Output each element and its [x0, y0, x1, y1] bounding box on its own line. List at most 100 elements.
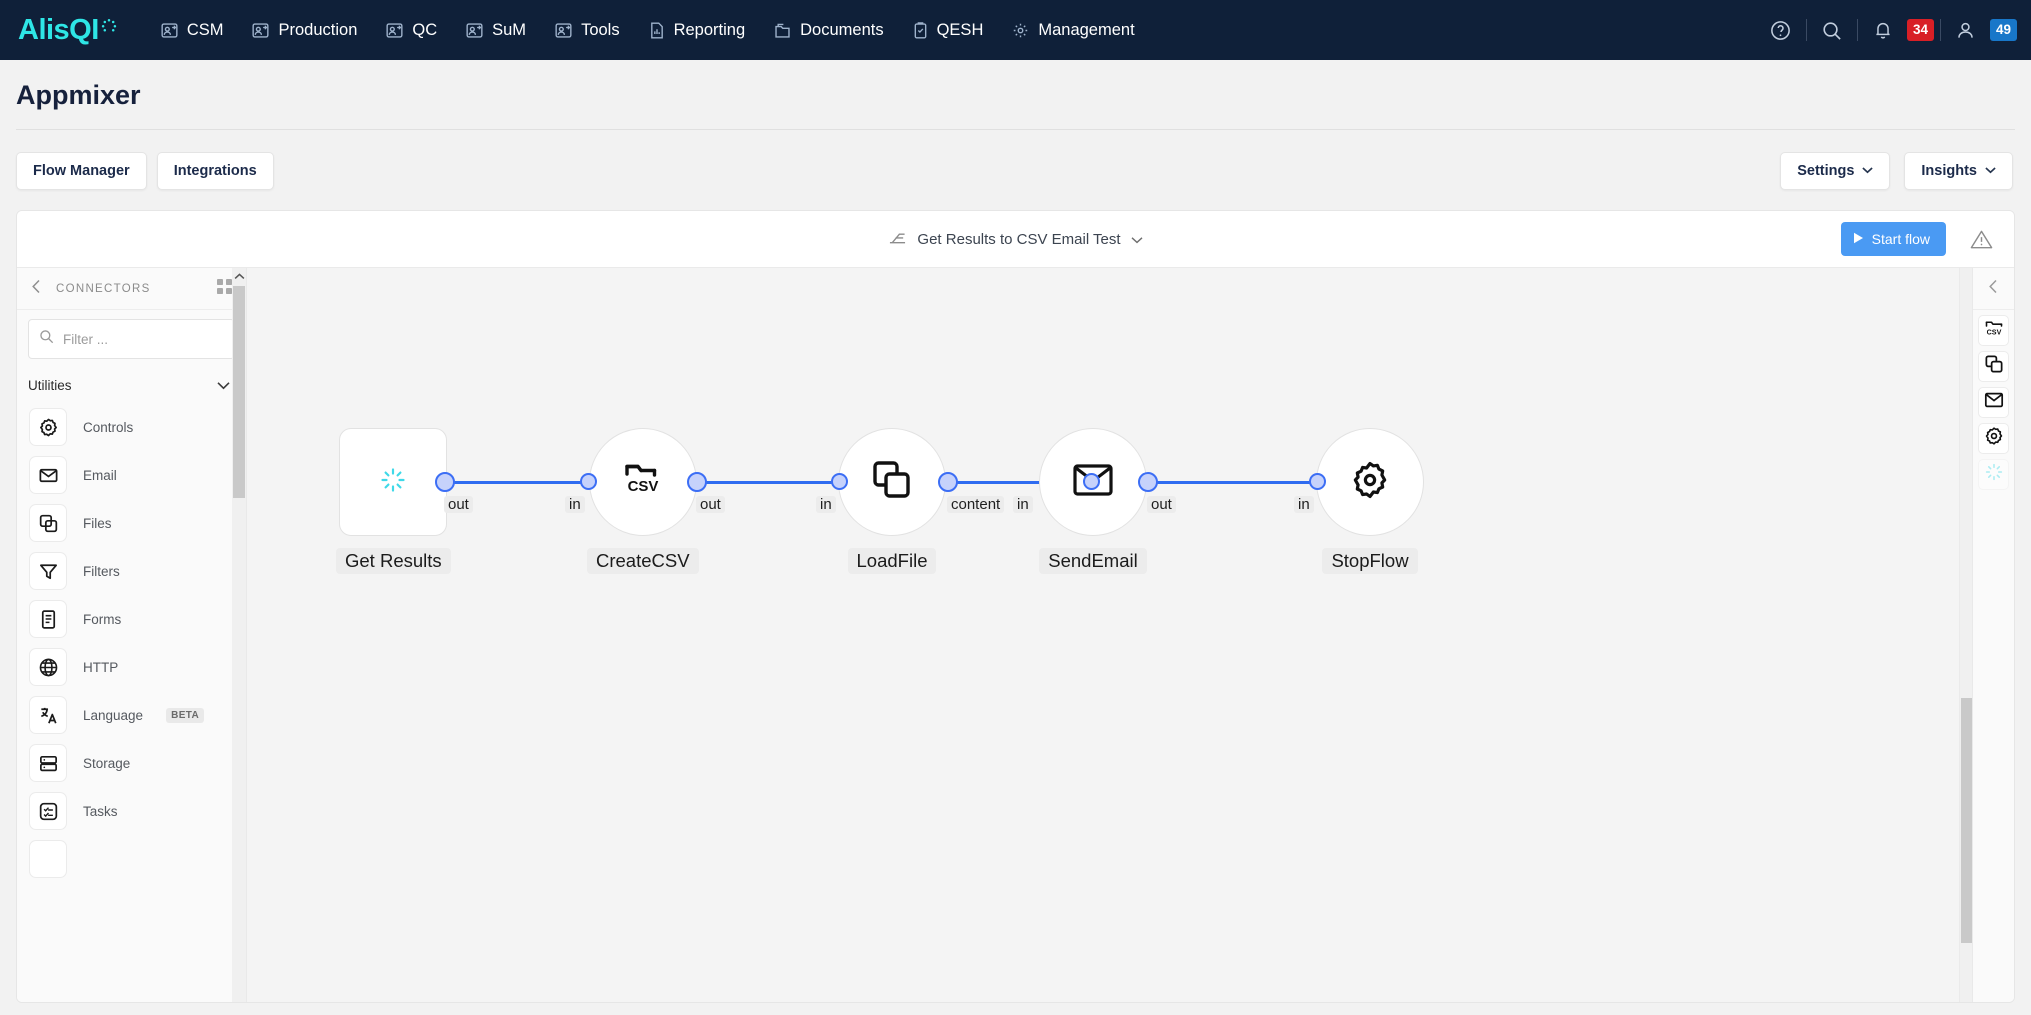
port-sendemail-in[interactable] [1083, 473, 1100, 490]
nav-item-management[interactable]: Management [997, 13, 1148, 48]
nav-item-label: Reporting [673, 20, 746, 39]
grid-icon[interactable] [217, 278, 232, 299]
link-loadfile-sendemail[interactable] [947, 481, 1092, 484]
connector-item-partial[interactable] [17, 835, 246, 883]
flow-title-selector[interactable]: Get Results to CSV Email Test [888, 229, 1143, 250]
category-label: Utilities [28, 378, 72, 393]
node-shape[interactable] [339, 428, 448, 536]
connector-item-email[interactable]: Email [17, 451, 246, 499]
warning-triangle-icon[interactable] [1969, 227, 1994, 257]
sidebar-scrollbar-thumb[interactable] [233, 286, 245, 498]
page-toolbar: Flow Manager Integrations Settings Insig… [0, 130, 2031, 210]
search-icon[interactable] [1813, 11, 1851, 49]
settings-label: Settings [1797, 163, 1855, 179]
link-createcsv-loadfile[interactable] [696, 481, 841, 484]
rail-collapse-button[interactable] [1973, 268, 2014, 310]
globe-icon [29, 648, 67, 686]
rail-button-files[interactable] [1978, 351, 2009, 382]
nav-item-reporting[interactable]: Reporting [634, 13, 760, 48]
chevron-down-icon [1985, 165, 1996, 177]
nav-item-tools[interactable]: Tools [540, 13, 634, 48]
nav-item-production[interactable]: Production [237, 13, 371, 48]
nav-item-sum[interactable]: SuM [451, 13, 540, 48]
connector-item-http[interactable]: HTTP [17, 643, 246, 691]
flow-manager-button[interactable]: Flow Manager [16, 152, 147, 190]
canvas-right-rail: CSV [1972, 268, 2014, 1002]
nav-item-documents[interactable]: Documents [759, 13, 897, 48]
link-getresults-createcsv[interactable] [444, 481, 589, 484]
top-navbar: AlisQI CSM Production QC [0, 0, 2031, 60]
rail-button-email[interactable] [1978, 387, 2009, 418]
nav-item-label: Tools [581, 20, 620, 39]
svg-text:CSV: CSV [1986, 328, 2001, 336]
user-icon[interactable] [1947, 11, 1985, 49]
insights-label: Insights [1921, 163, 1977, 179]
settings-button[interactable]: Settings [1780, 152, 1891, 190]
rail-button-controls[interactable] [1978, 423, 2009, 454]
divider [1856, 19, 1858, 41]
flow-canvas[interactable]: Get Results out CSV CreateCSV [247, 268, 1972, 1002]
port-createcsv-in[interactable] [580, 473, 597, 490]
connector-item-files[interactable]: Files [17, 499, 246, 547]
nav-item-qesh[interactable]: QESH [898, 13, 998, 48]
integrations-button[interactable]: Integrations [156, 152, 274, 190]
port-label-out: out [444, 496, 473, 513]
canvas-scrollbar-thumb[interactable] [1961, 698, 1972, 943]
gear-icon [29, 408, 67, 446]
spinner-icon [380, 467, 406, 498]
node-get-results[interactable]: Get Results [336, 428, 451, 574]
rail-button-csv[interactable]: CSV [1978, 315, 2009, 346]
category-utilities[interactable]: Utilities [17, 368, 246, 403]
help-circle-icon[interactable] [1762, 11, 1800, 49]
nav-item-csm[interactable]: CSM [146, 13, 238, 48]
port-createcsv-out[interactable] [687, 472, 707, 492]
chevron-down-icon [217, 378, 230, 393]
node-sendemail[interactable]: SendEmail [1039, 428, 1147, 574]
bell-icon[interactable] [1864, 11, 1902, 49]
connector-label: Filters [83, 563, 120, 579]
node-shape[interactable] [838, 428, 946, 536]
port-loadfile-content[interactable] [938, 472, 958, 492]
connector-item-language[interactable]: Language BETA [17, 691, 246, 739]
nav-item-label: Production [278, 20, 358, 39]
port-loadfile-in[interactable] [831, 473, 848, 490]
sidebar-scrollbar[interactable] [232, 268, 246, 1002]
node-shape[interactable]: CSV [588, 428, 697, 536]
flow-title-text: Get Results to CSV Email Test [917, 230, 1121, 248]
node-createcsv[interactable]: CSV CreateCSV [587, 428, 699, 574]
node-shape[interactable] [1316, 428, 1424, 536]
chevron-left-icon[interactable] [31, 279, 42, 299]
port-stopflow-in[interactable] [1309, 473, 1326, 490]
connector-item-forms[interactable]: Forms [17, 595, 246, 643]
nav-item-qc[interactable]: QC [371, 13, 451, 48]
start-flow-button[interactable]: Start flow [1840, 222, 1946, 256]
scroll-up-arrow-icon[interactable] [232, 268, 246, 284]
port-label-in: in [1294, 496, 1314, 513]
canvas-vertical-scrollbar[interactable] [1959, 268, 1972, 1002]
connectors-sidebar: CONNECTORS Utilities [17, 268, 247, 1002]
link-sendemail-stopflow[interactable] [1147, 481, 1319, 484]
filter-input[interactable] [63, 331, 224, 347]
node-loadfile[interactable]: LoadFile [838, 428, 946, 574]
port-sendemail-out[interactable] [1138, 472, 1158, 492]
connector-item-tasks[interactable]: Tasks [17, 787, 246, 835]
port-label-in: in [1013, 496, 1033, 513]
connector-item-storage[interactable]: Storage [17, 739, 246, 787]
port-getresults-out[interactable] [435, 472, 455, 492]
chevron-left-icon [1988, 279, 1999, 299]
gear-icon [1984, 426, 2004, 451]
nav-item-label: Management [1038, 20, 1135, 39]
connector-item-filters[interactable]: Filters [17, 547, 246, 595]
connector-label: Email [83, 467, 117, 483]
alisqi-logo[interactable]: AlisQI [0, 15, 146, 45]
node-stopflow[interactable]: StopFlow [1316, 428, 1424, 574]
beta-badge: BETA [166, 707, 205, 723]
page-title: Appmixer [16, 80, 141, 110]
page-header: Appmixer [0, 60, 2031, 129]
filter-box[interactable] [28, 319, 235, 359]
connector-item-controls[interactable]: Controls [17, 403, 246, 451]
insights-button[interactable]: Insights [1904, 152, 2013, 190]
node-label: LoadFile [847, 548, 937, 574]
nav-item-label: Documents [800, 20, 884, 39]
rail-button-trigger[interactable] [1978, 459, 2009, 490]
